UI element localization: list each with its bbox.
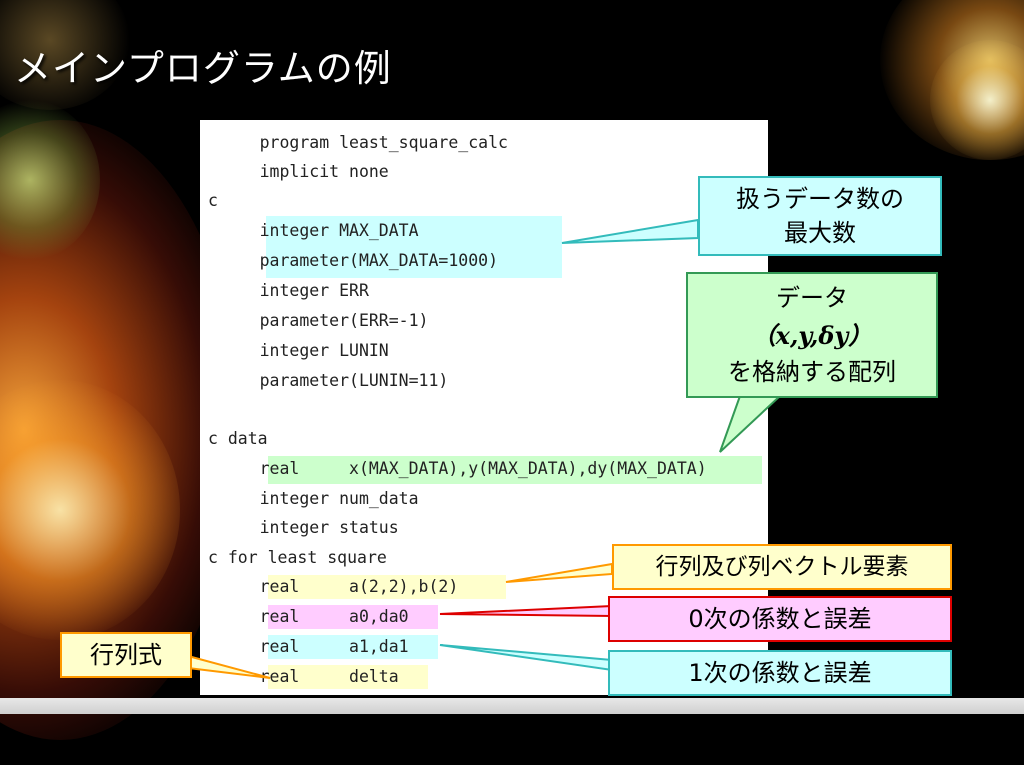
highlight-data-arrays bbox=[268, 456, 762, 484]
code-line: integer LUNIN bbox=[200, 341, 389, 360]
code-line: integer status bbox=[200, 518, 399, 537]
code-line: program least_square_calc bbox=[200, 133, 508, 152]
callout-data-array: データ （x,y,δy） を格納する配列 bbox=[686, 272, 938, 398]
code-line: c data bbox=[208, 429, 268, 448]
code-line: integer ERR bbox=[200, 281, 369, 300]
callout-zero-order: 0次の係数と誤差 bbox=[608, 596, 952, 642]
highlight-max-data bbox=[266, 216, 562, 278]
code-line: parameter(LUNIN=11) bbox=[200, 371, 449, 390]
callout-max-data-line2: 最大数 bbox=[784, 219, 856, 247]
code-line: real x(MAX_DATA),y(MAX_DATA),dy(MAX_DATA… bbox=[200, 459, 707, 478]
highlight-a1 bbox=[268, 635, 438, 659]
callout-max-data: 扱うデータ数の 最大数 bbox=[698, 176, 942, 256]
callout-matrix: 行列及び列ベクトル要素 bbox=[612, 544, 952, 590]
callout-determinant: 行列式 bbox=[60, 632, 192, 678]
highlight-delta bbox=[268, 665, 428, 689]
code-line: real delta bbox=[200, 667, 399, 686]
code-line: integer MAX_DATA bbox=[200, 221, 419, 240]
highlight-matrix bbox=[268, 575, 506, 599]
callout-data-array-line1: データ bbox=[776, 284, 848, 312]
code-line: implicit none bbox=[200, 162, 389, 181]
callout-data-array-line2: （x,y,δy） bbox=[751, 321, 873, 350]
pointer-determinant bbox=[187, 654, 271, 679]
code-line: c for least square bbox=[208, 548, 387, 567]
pointer-zero-order bbox=[439, 604, 613, 618]
slide-title: メインプログラムの例 bbox=[14, 47, 392, 90]
callout-data-array-line3: を格納する配列 bbox=[728, 358, 896, 386]
code-line: real a0,da0 bbox=[200, 607, 409, 626]
highlight-a0 bbox=[268, 605, 438, 629]
code-line: parameter(MAX_DATA=1000) bbox=[200, 251, 499, 270]
code-line: integer num_data bbox=[200, 489, 419, 508]
pointer-data-array bbox=[719, 395, 783, 453]
pointer-first-order bbox=[439, 644, 613, 672]
pointer-max-data bbox=[561, 218, 699, 244]
callout-first-order: 1次の係数と誤差 bbox=[608, 650, 952, 696]
code-line: c bbox=[208, 191, 218, 210]
pointer-matrix bbox=[505, 562, 613, 583]
code-line: real a1,da1 bbox=[200, 637, 409, 656]
code-line: real a(2,2),b(2) bbox=[200, 577, 459, 596]
bottom-strip bbox=[0, 698, 1024, 714]
code-line: parameter(ERR=-1) bbox=[200, 311, 429, 330]
callout-max-data-line1: 扱うデータ数の bbox=[736, 185, 904, 213]
